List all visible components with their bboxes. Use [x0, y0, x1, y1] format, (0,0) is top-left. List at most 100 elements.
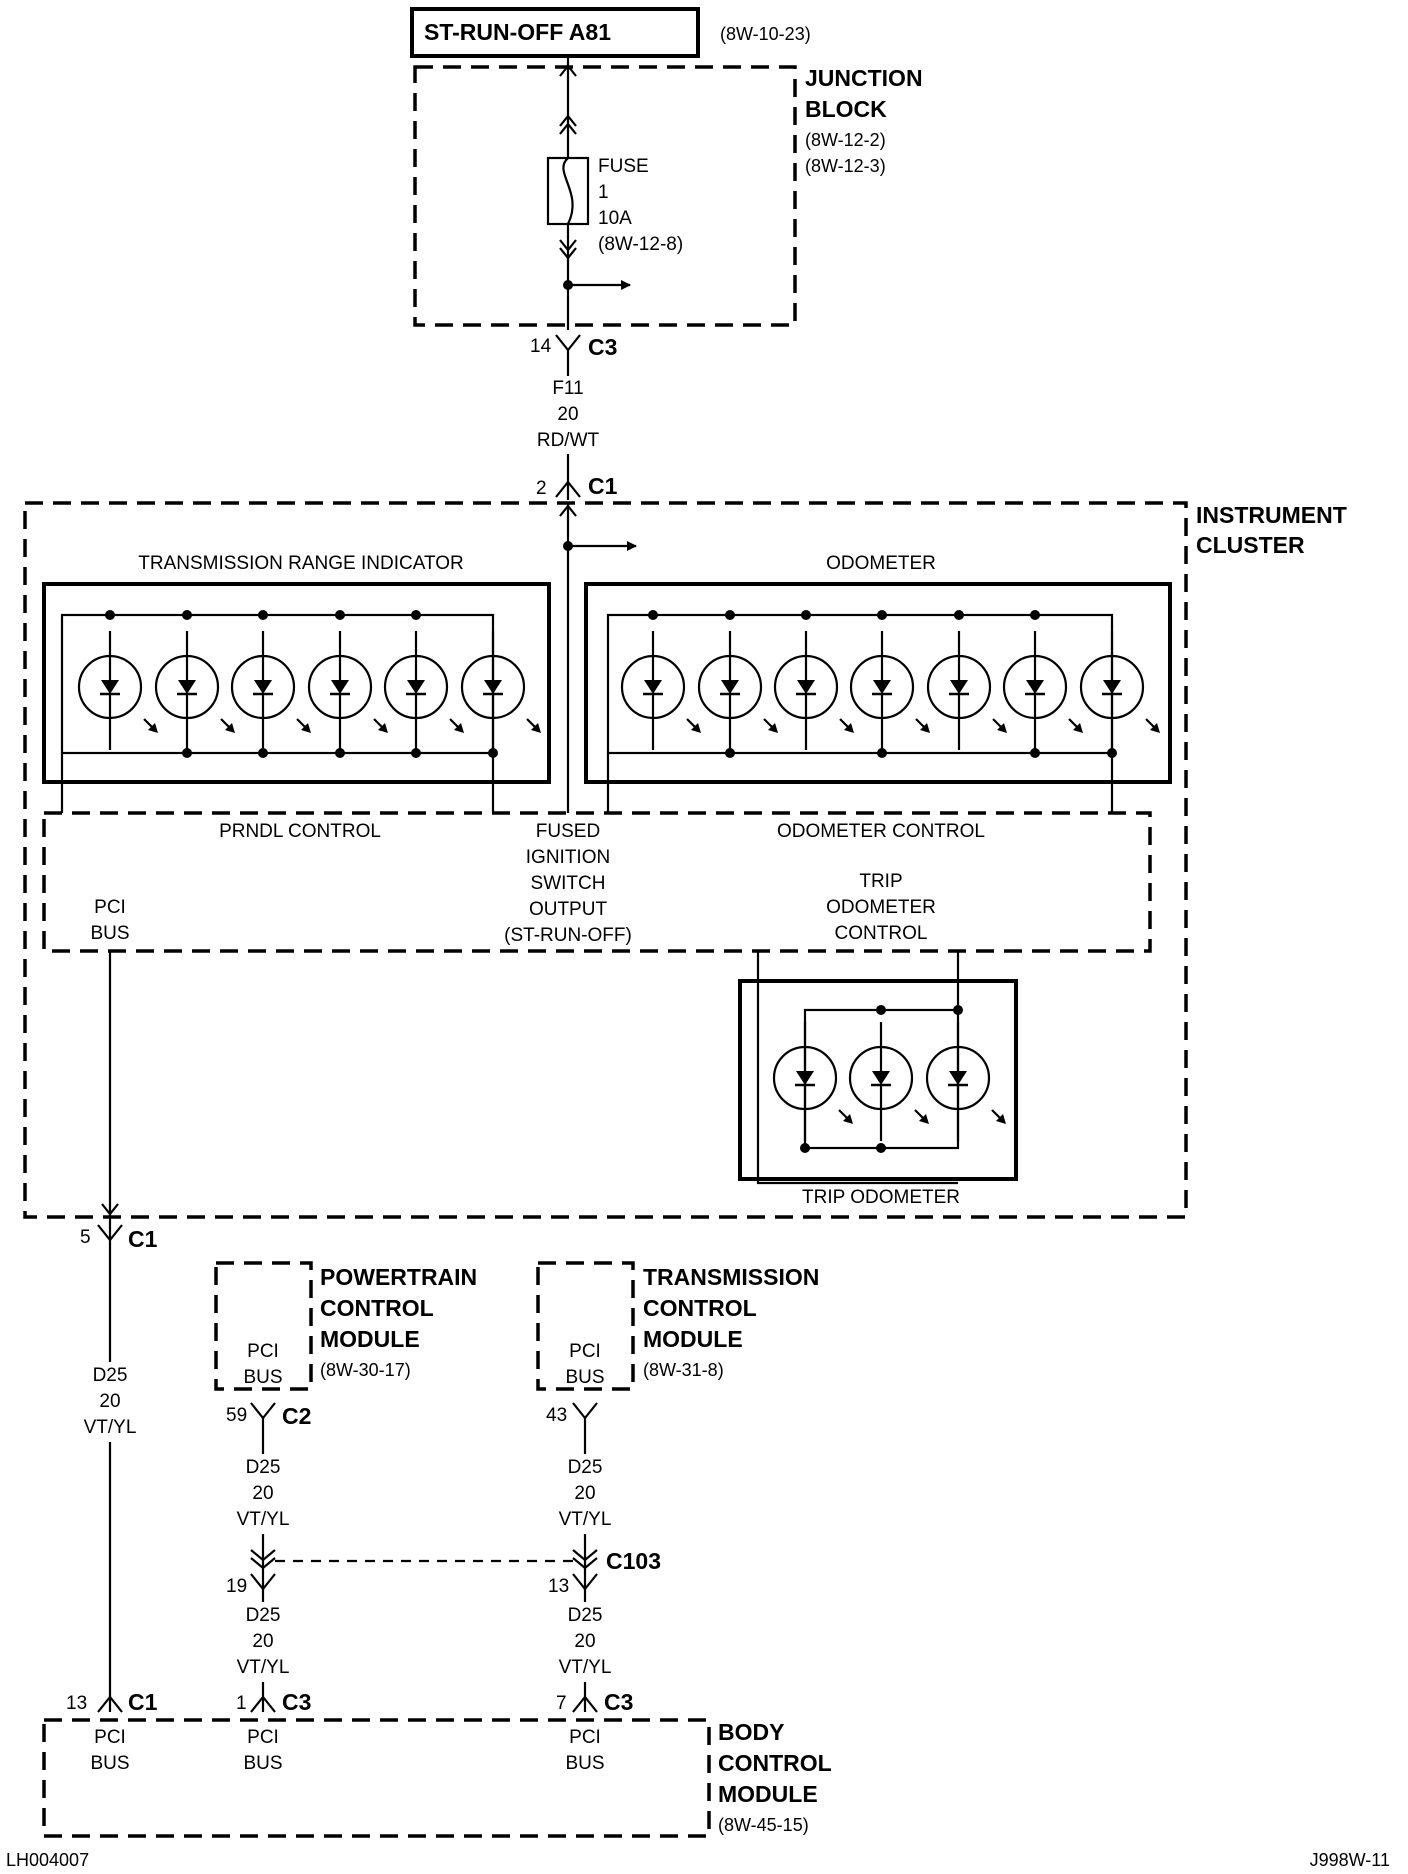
junction-block-ref-2: (8W-12-3)	[805, 156, 886, 176]
odometer-control-label: ODOMETER CONTROL	[777, 821, 985, 842]
c3-pin: 14	[530, 336, 552, 357]
wire-d-gauge: 20	[252, 1631, 273, 1652]
fuse-label-4: (8W-12-8)	[598, 234, 683, 255]
trip-led-3	[925, 1020, 1008, 1143]
cluster-control-box	[42, 811, 1152, 953]
bcm-bus-c-1: PCI	[569, 1727, 601, 1748]
wire-f11-color: RD/WT	[537, 430, 600, 451]
tcm-connector-symbol	[572, 1402, 598, 1420]
bcm-c1-symbol	[97, 1695, 123, 1713]
connector-c1-output-symbol	[97, 1224, 123, 1242]
odometer-led-4	[849, 629, 932, 752]
pcm-name-3: MODULE	[320, 1326, 420, 1352]
pcm-connector-symbol	[250, 1402, 276, 1420]
pcm-pin: 59	[226, 1405, 247, 1426]
cluster-pci-label-1: PCI	[94, 897, 126, 918]
wire-d-color: VT/YL	[237, 1657, 290, 1678]
pcm-connector: C2	[282, 1403, 311, 1429]
bcm-name-3: MODULE	[718, 1781, 818, 1807]
trip-led-2	[848, 1020, 931, 1143]
fuse-label-3: 10A	[598, 208, 632, 229]
wire-e-gauge: 20	[574, 1631, 595, 1652]
bcm-name-1: BODY	[718, 1719, 784, 1745]
tcm-name-2: CONTROL	[643, 1295, 757, 1321]
footer-left-code: LH004007	[6, 1850, 89, 1870]
odometer-led-7	[1079, 629, 1162, 752]
bcm-c3-symbol-2	[572, 1695, 598, 1713]
odometer-led-6	[1002, 629, 1085, 752]
footer-right-code: J998W-11	[1310, 1850, 1390, 1870]
tcm-pin: 43	[546, 1405, 567, 1426]
fused-output-line-5: (ST-RUN-OFF)	[504, 925, 632, 946]
bcm-bus-b-1: PCI	[247, 1727, 279, 1748]
junction-block-name-1: JUNCTION	[805, 65, 923, 91]
bcm-conn-a: C1	[128, 1689, 158, 1715]
wire-e-id: D25	[568, 1605, 603, 1626]
prndl-led-2	[154, 629, 237, 752]
trip-control-line-1: TRIP	[859, 871, 902, 892]
pcm-ref: (8W-30-17)	[320, 1360, 411, 1380]
prndl-led-6	[460, 629, 543, 752]
cluster-pci-label-2: BUS	[90, 923, 129, 944]
bcm-bus-c-2: BUS	[565, 1753, 604, 1774]
pcm-name-2: CONTROL	[320, 1295, 434, 1321]
tcm-name-1: TRANSMISSION	[643, 1264, 819, 1290]
wire-f11-id: F11	[552, 378, 583, 399]
junction-block-ref-1: (8W-12-2)	[805, 130, 886, 150]
pcm-bus-2: BUS	[243, 1367, 282, 1388]
bcm-pin-c: 7	[556, 1693, 567, 1714]
odometer-box	[584, 582, 1172, 784]
odometer-led-1	[620, 629, 703, 752]
wire-c-color: VT/YL	[559, 1509, 612, 1530]
c1-output-pin: 5	[80, 1227, 91, 1248]
instrument-cluster-name-1: INSTRUMENT	[1196, 502, 1347, 528]
bcm-pin-b: 1	[236, 1693, 247, 1714]
c1-input-pin: 2	[536, 478, 547, 499]
prndl-led-5	[383, 629, 466, 752]
connector-c1-input-symbol	[555, 480, 581, 498]
tcm-box	[536, 1261, 635, 1391]
connector-c3-symbol	[555, 334, 581, 352]
c3-label: C3	[588, 334, 617, 360]
fused-output-line-4: OUTPUT	[529, 899, 608, 920]
bcm-conn-c: C3	[604, 1689, 633, 1715]
wire-c-gauge: 20	[574, 1483, 595, 1504]
fuse-symbol	[546, 156, 590, 226]
wire-e-color: VT/YL	[559, 1657, 612, 1678]
prndl-led-3	[230, 629, 313, 752]
trip-odometer-box	[738, 979, 1018, 1181]
wire-f11-gauge: 20	[557, 404, 578, 425]
c103-pin-right: 13	[548, 1576, 569, 1597]
bcm-pin-a: 13	[66, 1693, 87, 1714]
pcm-name-1: POWERTRAIN	[320, 1264, 477, 1290]
pcm-bus-1: PCI	[247, 1341, 279, 1362]
tcm-ref: (8W-31-8)	[643, 1360, 724, 1380]
wire-a-gauge: 20	[99, 1391, 120, 1412]
instrument-cluster-box	[23, 501, 1188, 1219]
wire-b-color: VT/YL	[237, 1509, 290, 1530]
wire-d-id: D25	[246, 1605, 281, 1626]
c1-input-label: C1	[588, 473, 618, 499]
source-box	[410, 7, 700, 58]
fuse-label-1: FUSE	[598, 156, 649, 177]
c1-output-label: C1	[128, 1226, 158, 1252]
bcm-bus-a-1: PCI	[94, 1727, 126, 1748]
prndl-control-label: PRNDL CONTROL	[219, 821, 381, 842]
bcm-box	[42, 1718, 711, 1838]
wire-b-id: D25	[246, 1457, 281, 1478]
wire-a-id: D25	[93, 1365, 128, 1386]
bcm-conn-b: C3	[282, 1689, 311, 1715]
transmission-range-indicator-box	[42, 582, 551, 784]
odometer-led-3	[773, 629, 856, 752]
tcm-name-3: MODULE	[643, 1326, 743, 1352]
bcm-c3-symbol-1	[250, 1695, 276, 1713]
wire-c-id: D25	[568, 1457, 603, 1478]
junction-block-box	[413, 65, 797, 327]
bcm-name-2: CONTROL	[718, 1750, 832, 1776]
pcm-box	[214, 1261, 313, 1391]
trip-odometer-label: TRIP ODOMETER	[802, 1187, 960, 1208]
tcm-bus-1: PCI	[569, 1341, 601, 1362]
wire-b-gauge: 20	[252, 1483, 273, 1504]
fused-output-line-1: FUSED	[536, 821, 600, 842]
